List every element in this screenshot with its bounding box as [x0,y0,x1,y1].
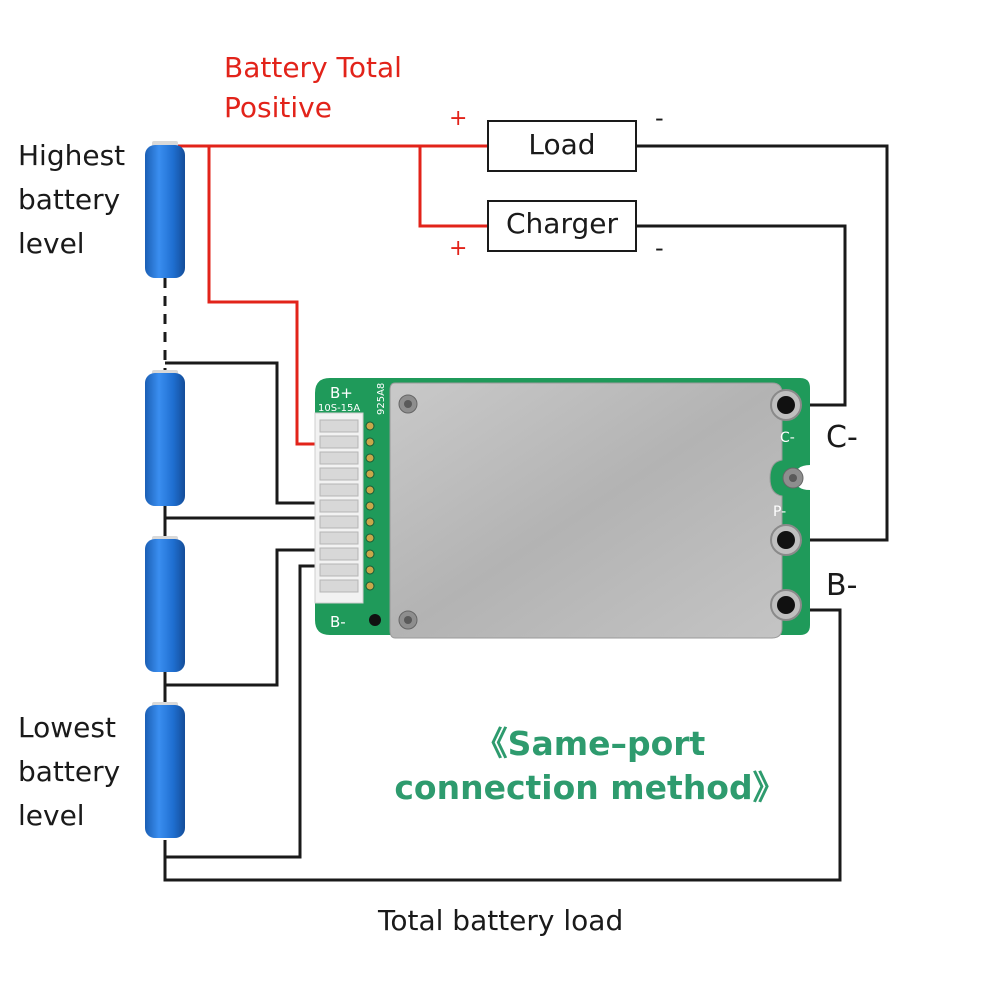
charger-label: Charger [506,207,618,240]
b-minus-label: B- [826,568,858,603]
board-code-label: 925A8 [376,383,387,415]
title-line-2: Positive [224,91,332,124]
positive-board-wire [207,146,322,446]
board-c-minus-pad-label: C- [780,430,795,446]
battery-cell-3 [145,536,185,672]
charger-minus-wire [636,224,847,407]
load-minus-wire [636,144,889,542]
same-port-connection-method-title: 《Same–port connection method》 [350,722,830,810]
plate-screws [398,394,804,630]
load-label: Load [528,128,596,161]
charger-plus-sign: + [449,236,468,261]
battery-total-positive-title: Battery Total Positive [224,48,402,128]
p-minus-terminal [770,524,802,556]
board-b-plus-label: B+ [330,384,353,402]
solder-pads [365,421,375,591]
positive-wires [165,144,488,446]
b-minus-wire [163,608,842,882]
b-minus-terminal [770,589,802,621]
battery-cell-1 [145,141,185,278]
heatsink-plate [389,382,783,639]
balance-wire-4 [165,564,322,859]
load-box [487,120,637,172]
method-line-1: 《Same–port [474,724,706,763]
charger-minus-sign: - [655,234,664,262]
balance-wire-3 [165,548,322,687]
c-minus-terminal [770,389,802,421]
board-p-minus-pad-label: P- [773,504,786,520]
total-battery-load-label: Total battery load [378,904,624,937]
board-b-minus-label: B- [330,613,346,631]
load-minus-sign: - [655,104,664,132]
battery-cell-2 [145,370,185,506]
highest-battery-level-label: Highest battery level [18,139,126,260]
balance-wire-1 [165,361,322,505]
board-model-label: 10S-15A [318,403,360,414]
c-minus-label: C- [826,420,858,455]
negative-wires [163,144,889,882]
load-plus-sign: + [449,106,468,131]
positive-charger-wire [418,146,488,228]
charger-box [487,200,637,252]
bms-board: B+ 10S-15A 925A8 B- C- P- [314,378,810,639]
title-line-1: Battery Total [224,51,402,84]
method-line-2: connection method》 [394,768,786,807]
lowest-battery-level-label: Lowest battery level [18,711,121,832]
battery-cell-4 [145,702,185,838]
connector-pins [319,419,359,593]
